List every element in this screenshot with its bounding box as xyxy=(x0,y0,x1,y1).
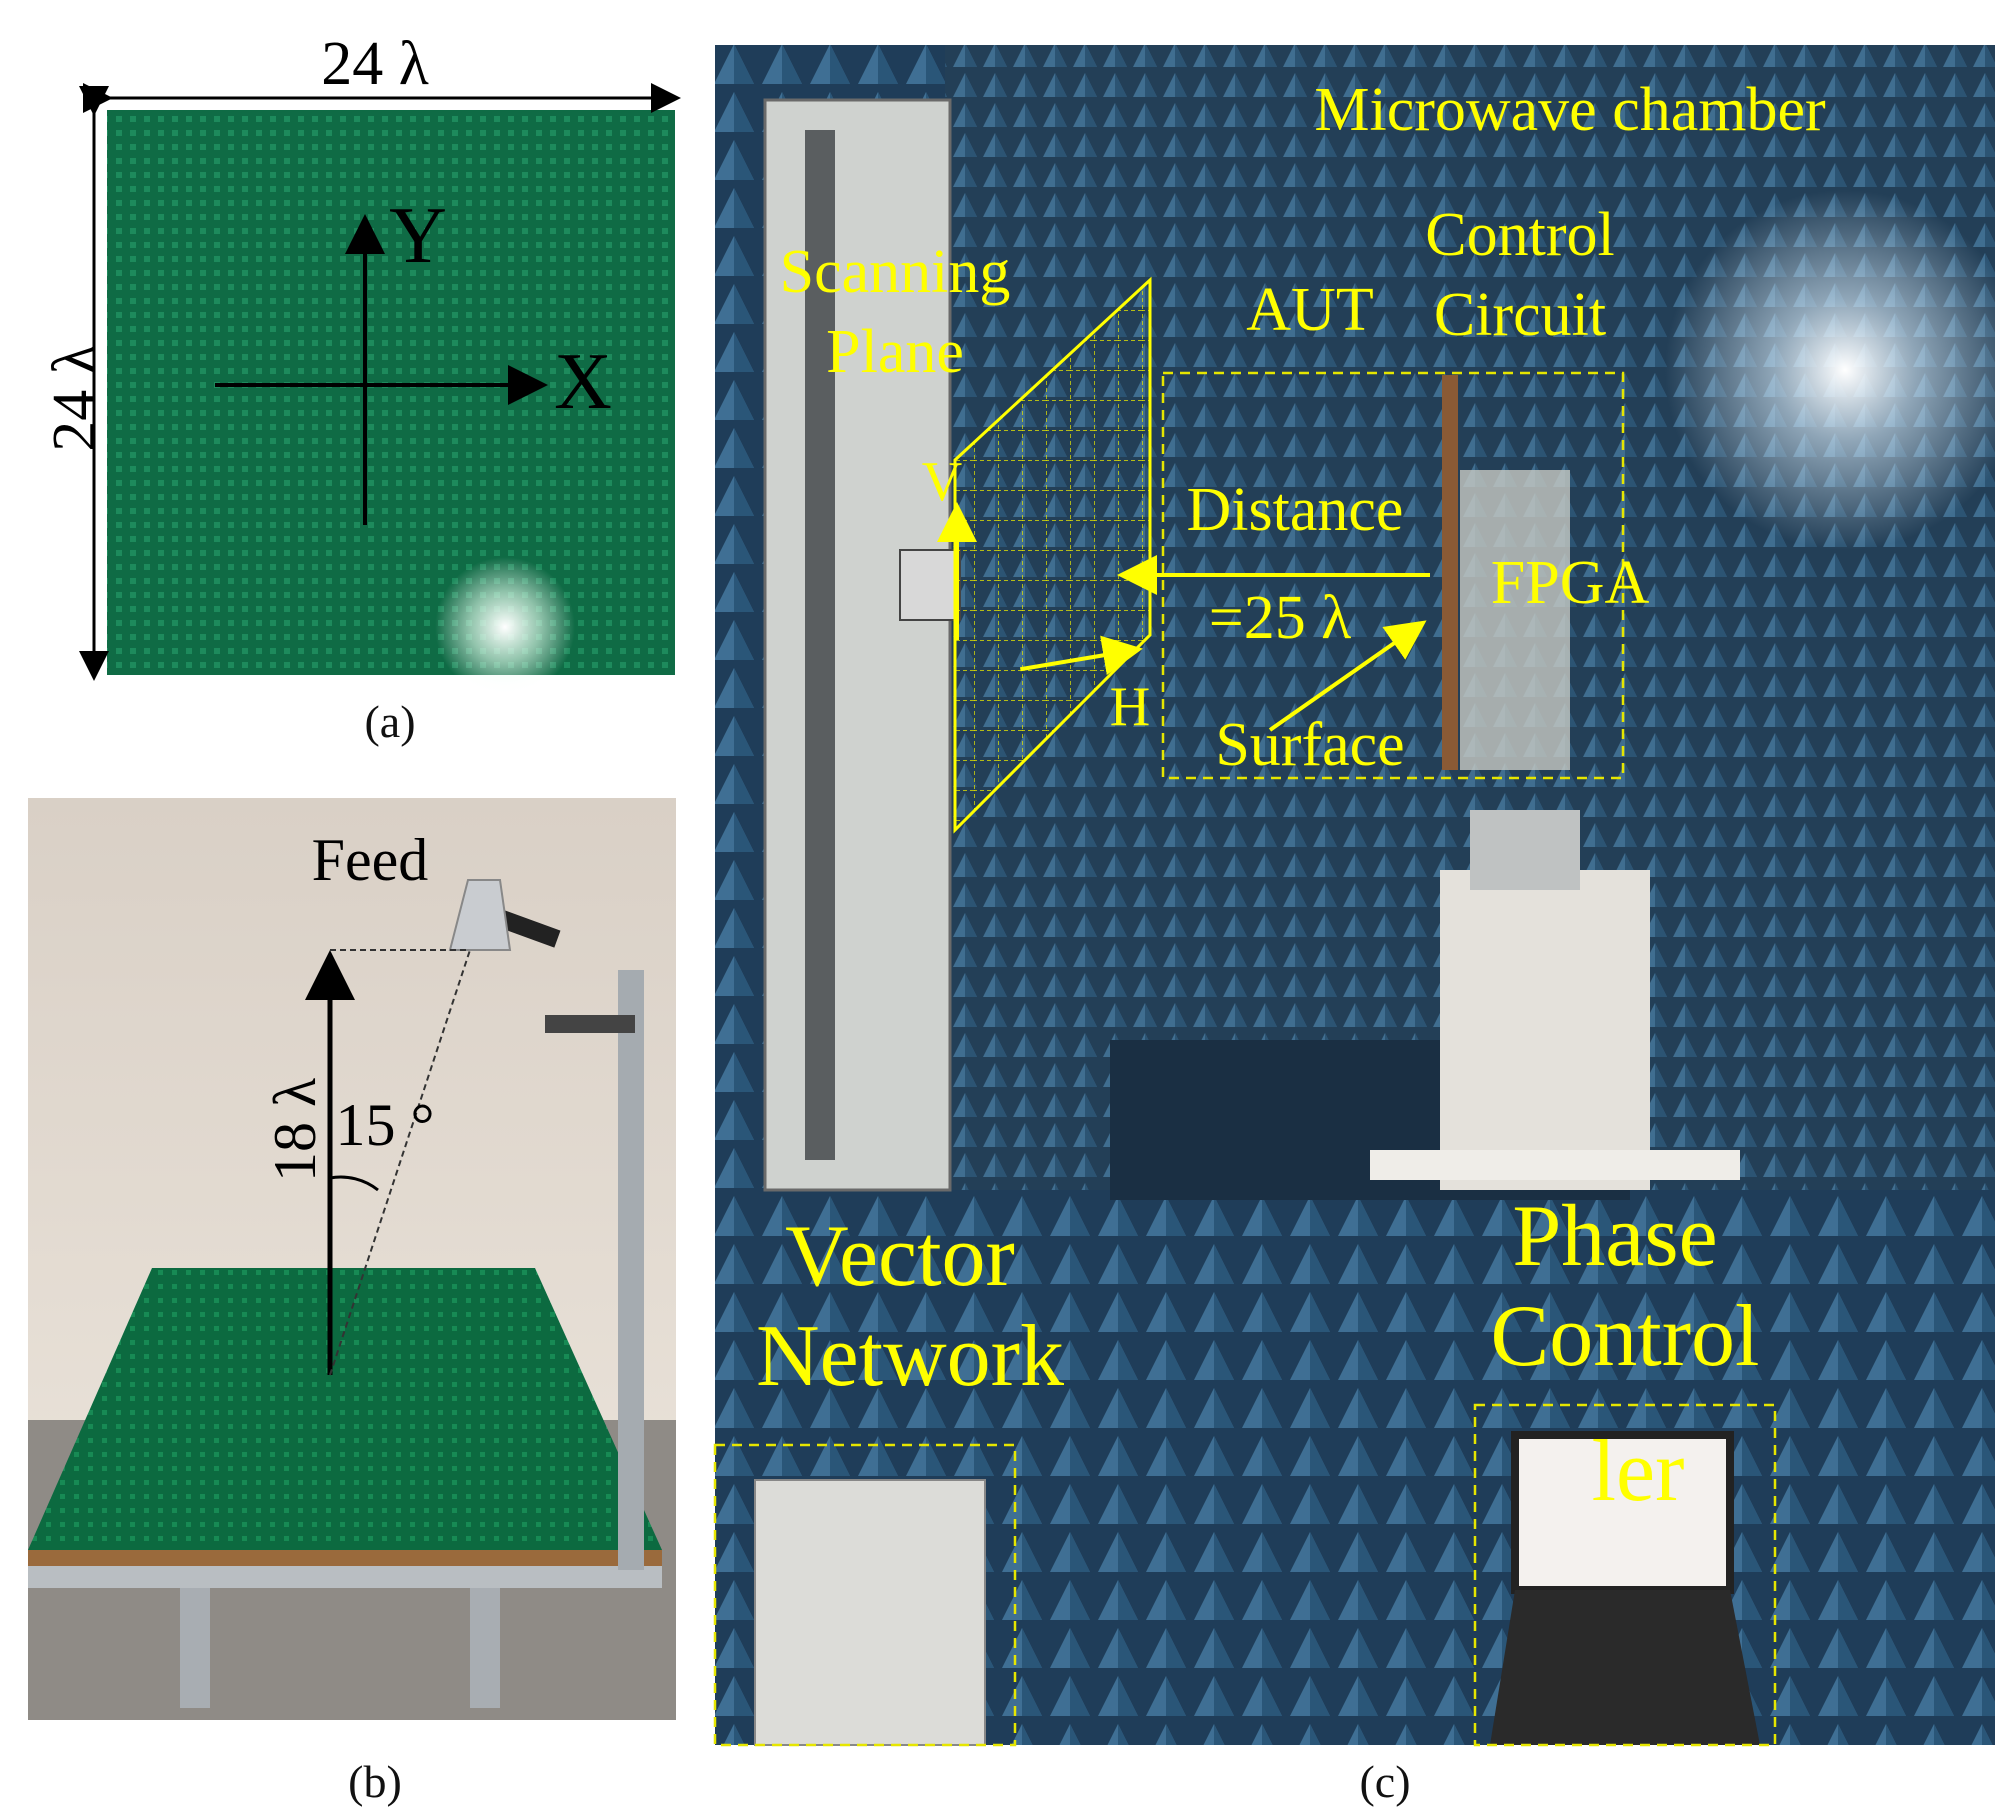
feed-tilt-dashed xyxy=(329,949,471,1376)
control-circuit-label-2: Circuit xyxy=(1434,281,1606,349)
fpga-label: FPGA xyxy=(1491,549,1650,617)
scanning-label-2: Plane xyxy=(826,318,964,386)
light-glare xyxy=(435,557,575,697)
feed-label: Feed xyxy=(312,827,429,893)
height-label: 24 λ xyxy=(41,344,109,452)
phase-controller-label-2: Control xyxy=(1491,1288,1760,1385)
rotator xyxy=(1470,810,1580,890)
vna-label-2: Network xyxy=(756,1308,1064,1405)
panel-b: Feed 18 λ 15 ° (b) xyxy=(0,790,700,1816)
stand-table xyxy=(1370,1150,1740,1180)
scanner-rail xyxy=(805,130,835,1160)
board-frame xyxy=(28,1566,662,1588)
v-label: V xyxy=(922,451,962,513)
aut-label: AUT xyxy=(1246,276,1373,344)
panel-a-figure: 24 λ 24 λ Y X xyxy=(41,30,681,697)
aut-dashed-box xyxy=(1161,371,1625,780)
scanner-tower xyxy=(763,98,952,1192)
h-label: H xyxy=(1110,676,1150,738)
fpga-board xyxy=(1460,470,1570,770)
scanning-plane-grid xyxy=(953,276,1152,834)
label-group: Microwave chamber Scanning Plane AUT Con… xyxy=(756,76,1826,1520)
chamber-lamp xyxy=(1665,190,2000,550)
laptop-keyboard xyxy=(1490,1590,1760,1745)
panel-b-photo: Feed 18 λ 15 ° xyxy=(28,798,676,1720)
h-arrow xyxy=(1019,635,1143,676)
panel-a: 24 λ 24 λ Y X (a) xyxy=(0,0,700,760)
height-label: 18 λ xyxy=(262,1078,328,1182)
surface-arrow xyxy=(1268,620,1427,732)
control-circuit-label-1: Control xyxy=(1425,201,1614,269)
caption-c: (c) xyxy=(1359,1756,1411,1807)
caption-a: (a) xyxy=(364,696,416,747)
caption-b: (b) xyxy=(348,1756,402,1807)
vna-label-1: Vector xyxy=(785,1208,1015,1305)
surface-label: Surface xyxy=(1215,711,1404,779)
support-arm xyxy=(545,1015,635,1033)
support-pole xyxy=(618,970,644,1570)
panel-c: Microwave chamber Scanning Plane AUT Con… xyxy=(710,40,2000,1816)
reflectarray-board xyxy=(28,1268,662,1550)
aut-panel xyxy=(1442,375,1458,770)
vector-network-analyzer xyxy=(754,1479,986,1746)
phase-controller-label-1: Phase xyxy=(1512,1188,1717,1285)
angle-arc xyxy=(329,1175,379,1192)
board-edge xyxy=(28,1550,662,1566)
scanning-label-1: Scanning xyxy=(780,238,1011,306)
distance-label-1: Distance xyxy=(1187,476,1404,544)
scanner-probe xyxy=(899,549,961,621)
controller-dashed-box xyxy=(1473,1403,1777,1747)
table-leg-right xyxy=(470,1588,500,1708)
x-axis-label: X xyxy=(554,338,612,426)
chamber-label: Microwave chamber xyxy=(1314,76,1826,144)
vna-dashed-box xyxy=(713,1443,1017,1747)
table-leg-left xyxy=(180,1588,210,1708)
reflectarray-board xyxy=(107,110,675,675)
angle-label: 15 ° xyxy=(336,1092,435,1158)
aut-stand xyxy=(1440,870,1650,1190)
feed-horn xyxy=(448,879,512,951)
distance-label-2: =25 λ xyxy=(1209,584,1352,652)
width-label: 24 λ xyxy=(321,30,429,98)
panel-c-photo: Microwave chamber Scanning Plane AUT Con… xyxy=(713,45,2000,1747)
y-axis-label: Y xyxy=(389,192,447,280)
phase-controller-label-3: ler xyxy=(1592,1423,1685,1520)
laptop-screen xyxy=(1511,1431,1734,1594)
